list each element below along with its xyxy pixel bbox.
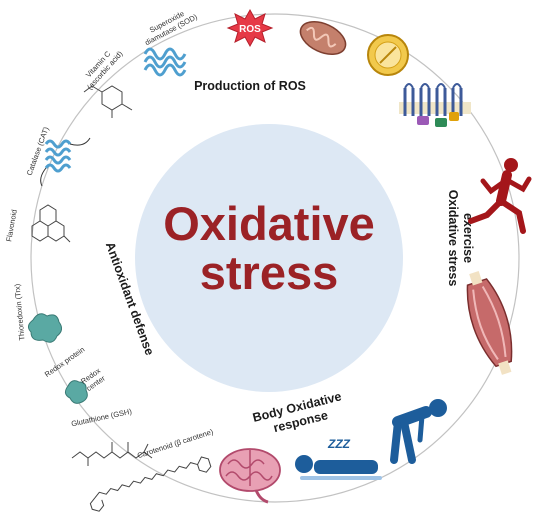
vitamin-c-label: Vitamin C (ascorbic acid): [84, 49, 125, 92]
sleep-zzz-text: ZZZ: [327, 437, 351, 451]
cycle-ring: [30, 13, 520, 503]
thioredoxin-label: Thioredoxin (Trx): [13, 283, 27, 341]
cell-icon: [367, 34, 409, 76]
carotenoid-structure-icon: [89, 456, 212, 512]
sod-label: Superoxide diamutase (SOD): [143, 9, 199, 47]
section-oxidative-stress-exercise: Oxidative stress exercise: [446, 190, 475, 287]
flavonoid-label: Flavonoid: [4, 209, 19, 243]
carotenoid-label: Carotenoid (β carotene): [136, 427, 215, 460]
tired-person-icon: [390, 399, 447, 464]
section-exercise-line1: Oxidative stress: [446, 190, 460, 287]
ros-burst-icon: [226, 8, 274, 48]
glutathione-label: Glutathione (GSH): [70, 407, 133, 429]
catalase-protein-icon: [40, 137, 91, 187]
center-title-line2: stress: [200, 246, 339, 299]
glutathione-structure-icon: [71, 442, 153, 466]
brain-icon: [219, 448, 281, 504]
sleeping-person-icon: [295, 455, 382, 480]
vitamin-c-structure-icon: [83, 85, 133, 118]
section-body-oxidative-response: Body Oxidative response: [251, 389, 343, 435]
sod-protein-icon: [143, 47, 187, 77]
section-exercise-line2: exercise: [461, 213, 475, 263]
section-production-of-ros: Production of ROS: [194, 79, 306, 93]
ros-badge-label: ROS: [239, 24, 261, 35]
runner-icon: [468, 158, 532, 234]
flavonoid-structure-icon: [31, 204, 71, 243]
redox-protein-icon: [64, 380, 88, 404]
mitochondrion-icon: [299, 21, 347, 55]
center-title-line1: Oxidative: [163, 197, 375, 250]
thioredoxin-protein-icon: [27, 313, 63, 343]
membrane-receptor-icon: [399, 83, 471, 127]
muscle-icon: [466, 270, 513, 375]
center-disc: [135, 124, 403, 392]
